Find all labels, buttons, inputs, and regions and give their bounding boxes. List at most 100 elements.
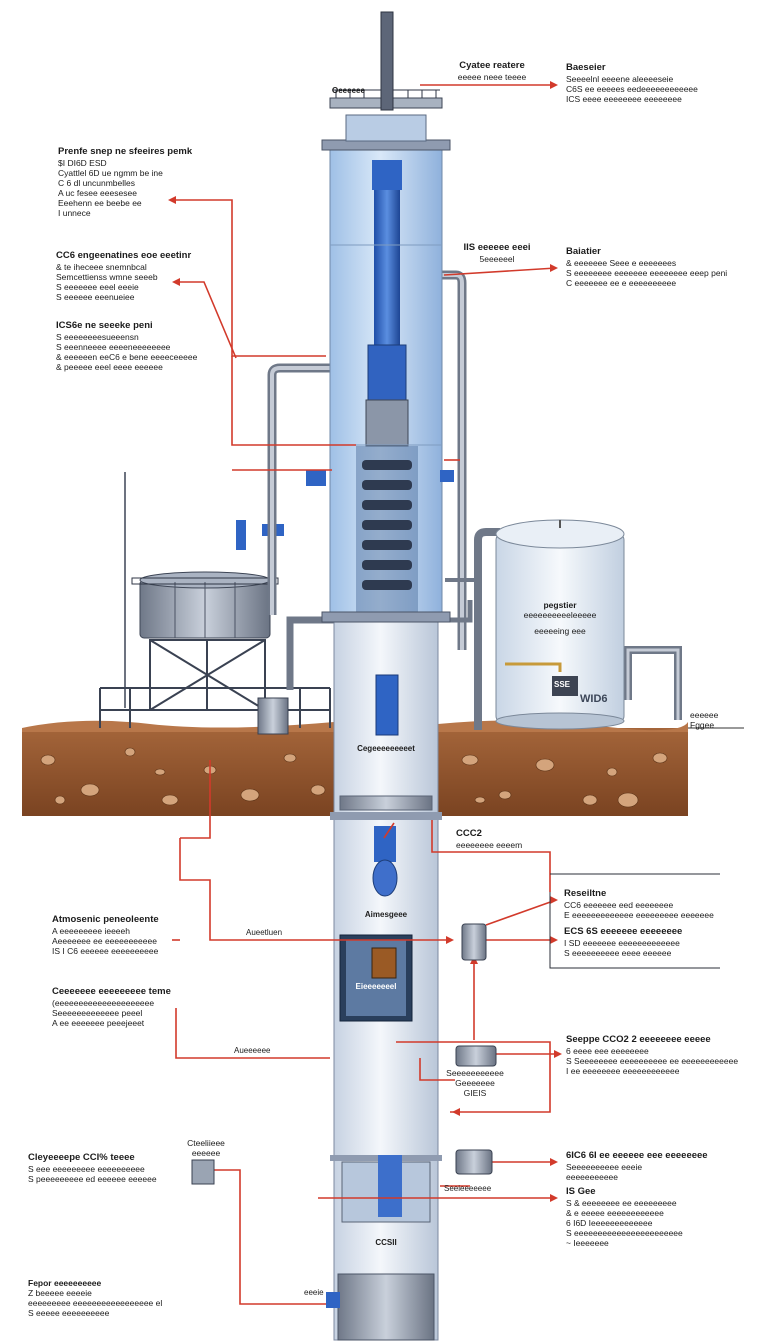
legend: Fepor eeeeeeeeee Z beeeee eeeeie eeeeeee…	[28, 1278, 162, 1318]
column-mid-label: Cegeeeeeeeeet	[357, 744, 415, 753]
column-box-label: Eieeeeeeel	[355, 982, 397, 991]
pump-label-line: Geeeeeee	[455, 1078, 495, 1088]
storage-tank	[495, 519, 625, 730]
annotation-line: S eeeeeeeesueeensn	[56, 332, 139, 342]
flow-label-1: Aueetluen	[246, 928, 283, 937]
annotation-top-left-1: Prenfe snep ne sfeeires pemk $I DI6D ESD…	[58, 146, 192, 218]
annotation-line: IS I C6 eeeeee eeeeeeeeee	[52, 946, 159, 956]
pump-label-line: GIEIS	[463, 1088, 487, 1098]
annotation-title: ICS6e ne seeeke peni	[56, 320, 153, 331]
annotation-title: Seeppe CCO2 2 eeeeeeee eeeee	[566, 1034, 711, 1045]
annotation-title: CC6 engeenatines eoe eeetinr	[56, 250, 192, 261]
left-processing-plant	[99, 472, 331, 735]
flow-lines	[172, 84, 560, 1305]
surface-label-title: eeeeee	[690, 710, 719, 720]
annotation-line: eeeeeeeeeee	[566, 1172, 619, 1182]
annotation-mid-right: Baiatier & eeeeeee Seee e eeeeeees S eee…	[566, 246, 727, 288]
small-unit-line: eeeeee	[191, 1148, 221, 1158]
tank-mark: WID6	[580, 693, 608, 705]
surface-label-line: Fggee	[690, 720, 715, 730]
annotation-capsule: Ceeeeeee eeeeeeeee teme (eeeeeeeeeeeeeee…	[52, 986, 171, 1028]
annotation-line: CC6 eeeeeee eed eeeeeeee	[564, 900, 674, 910]
annotation-line: 6 I6D Ieeeeeeeeeeeee	[566, 1218, 653, 1228]
tank-label-line: eeeeeing eee	[534, 626, 586, 636]
annotation-line: & peeeee eeel eeee eeeeee	[56, 362, 163, 372]
annotation-line: Eeehenn ee beebe ee	[58, 198, 142, 208]
pump-label: Seeeeeeeeeee Geeeeeee GIEIS	[440, 1068, 510, 1098]
small-unit-title: Cteeliieee	[187, 1138, 225, 1148]
annotation-line: A ee eeeeeee peeejeeet	[52, 1018, 145, 1028]
annotation-title: Baeseier	[566, 62, 606, 73]
tank-label: pegstier eeeeeeeeeeleeeee eeeeeing eee	[512, 600, 608, 636]
annotation-top-center: Cyatee reatere eeeee neee teeee	[446, 60, 538, 82]
annotation-top-left-3: ICS6e ne seeeke peni S eeeeeeeesueeensn …	[56, 320, 197, 372]
annotation-line: & e eeeee eeeeeeeeeeee	[566, 1208, 664, 1218]
annotation-title: IIS eeeeee eeei	[463, 242, 531, 253]
tank-label-line: eeeeeeeeeeleeeee	[523, 610, 597, 620]
annotation-line: I unnece	[58, 208, 91, 218]
annotation-line: Seeeeeeeeeeeee peeel	[52, 1008, 143, 1018]
annotation-title: ECS 6S eeeeeee eeeeeeee	[564, 926, 683, 937]
annotation-title: Cleyeeeepe CCI% teeee	[28, 1152, 135, 1163]
annotation-line: $I DI6D ESD	[58, 158, 107, 168]
annotation-lower-left: Cleyeeeepe CCI% teeee S eee eeeeeeeee ee…	[28, 1152, 157, 1184]
result-panel-2: ECS 6S eeeeeee eeeeeeee I SD eeeeeee eee…	[564, 926, 682, 958]
annotation-line: C6S ee eeeees eedeeeeeeeeeeee	[566, 84, 698, 94]
legend-line: S eeeee eeeeeeeeee	[28, 1308, 110, 1318]
annotation-line: (eeeeeeeeeeeeeeeeeeeee	[52, 998, 155, 1008]
annotation-title: IS Gee	[566, 1186, 596, 1197]
bottom-pump-label: eeeie	[304, 1288, 324, 1297]
annotation-line: A eeeeeeeee ieeeeh	[52, 926, 130, 936]
annotation-line: S eeenneeee eeeeneeeeeeee	[56, 342, 171, 352]
annotation-co2: CCC2 eeeeeeee eeeem	[456, 828, 522, 850]
annotation-line: E eeeeeeeeeeeee eeeeeeeee eeeeeee	[564, 910, 714, 920]
annotation-line: S eeeeeee eeel eeeie	[56, 282, 139, 292]
annotation-bottom-right-2: IS Gee S & eeeeeeee ee eeeeeeeee & e eee…	[566, 1186, 683, 1248]
annotation-line: & eeeeeen eeC6 e bene eeeeceeeee	[56, 352, 198, 362]
annotation-title: 6IC6 6I ee eeeeee eee eeeeeeee	[566, 1150, 708, 1161]
annotation-line: & eeeeeee Seee e eeeeeees	[566, 258, 677, 268]
annotation-top-right: Baeseier Seeeelnl eeeene aleeeeseie C6S …	[566, 62, 698, 104]
annotation-line: I SD eeeeeee eeeeeeeeeeeee	[564, 938, 680, 948]
result-panel-frame	[549, 873, 720, 969]
annotation-line: S eeeeee eeenueiee	[56, 292, 135, 302]
annotation-line: S & eeeeeeee ee eeeeeeeee	[566, 1198, 677, 1208]
annotation-line: S eee eeeeeeeee eeeeeeeeee	[28, 1164, 145, 1174]
annotation-scape: Seeppe CCO2 2 eeeeeeee eeeee 6 eeee eee …	[566, 1034, 738, 1076]
annotation-line: Seeeelnl eeeene aleeeeseie	[566, 74, 674, 84]
annotation-line: Seeeeeeeeee eeeie	[566, 1162, 643, 1172]
sensor-units	[191, 923, 497, 1308]
legend-title: Fepor eeeeeeeeee	[28, 1278, 102, 1288]
ground	[22, 720, 688, 816]
flow-label-2: Aueeeeee	[234, 1046, 271, 1055]
annotation-line: I ee eeeeeeee eeeeeeeeeeee	[566, 1066, 680, 1076]
annotation-line: ~ Ieeeeeee	[566, 1238, 609, 1248]
annotation-title: Prenfe snep ne sfeeires pemk	[58, 146, 193, 157]
injection-column	[330, 619, 442, 1341]
annotation-line: 5eeeeeel	[479, 254, 515, 264]
result-panel: Reseiltne CC6 eeeeeee eed eeeeeeee E eee…	[564, 888, 714, 920]
annotation-line: Aeeeeeee ee eeeeeeeeeee	[52, 936, 157, 946]
annotation-title: Cyatee reatere	[459, 60, 525, 71]
annotation-title: Baiatier	[566, 246, 601, 257]
annotation-line: eeeeeeee eeeem	[456, 840, 523, 850]
annotation-line: & te iheceee snemnbcal	[56, 262, 147, 272]
annotation-line: A uc fesee eeesesee	[58, 188, 137, 198]
annotation-line: Semcettienss wmne seeeb	[56, 272, 158, 282]
legend-line: Z beeeee eeeeie	[28, 1288, 92, 1298]
annotation-atmospheric: Atmosenic peneoleente A eeeeeeeee ieeeeh…	[52, 914, 159, 956]
tank-plate-label: SSE	[554, 680, 571, 689]
annotation-top-left-2: CC6 engeenatines eoe eeetinr & te ihecee…	[56, 250, 191, 302]
legend-line: eeeeeeeee eeeeeeeeeeeeeeeee el	[28, 1298, 163, 1308]
annotation-line: S Seeeeeeee eeeeeeeeee ee eeeeeeeeeeee	[566, 1056, 739, 1066]
annotation-line: ICS eeee eeeeeeee eeeeeeee	[566, 94, 682, 104]
annotation-line: S eeeeeeee eeeeeee eeeeeeee eeep peni	[566, 268, 728, 278]
small-unit-label: Cteeliieee eeeeee	[176, 1138, 236, 1158]
pump-label-title: Seeeeeeeeeee	[446, 1068, 504, 1078]
annotation-line: eeeee neee teeee	[457, 72, 527, 82]
annotation-title: Atmosenic peneoleente	[52, 914, 159, 925]
annotation-line: 6 eeee eee eeeeeeee	[566, 1046, 649, 1056]
annotation-title: Ceeeeeee eeeeeeeee teme	[52, 986, 171, 997]
annotation-line: C eeeeeee ee e eeeeeeeeee	[566, 278, 677, 288]
